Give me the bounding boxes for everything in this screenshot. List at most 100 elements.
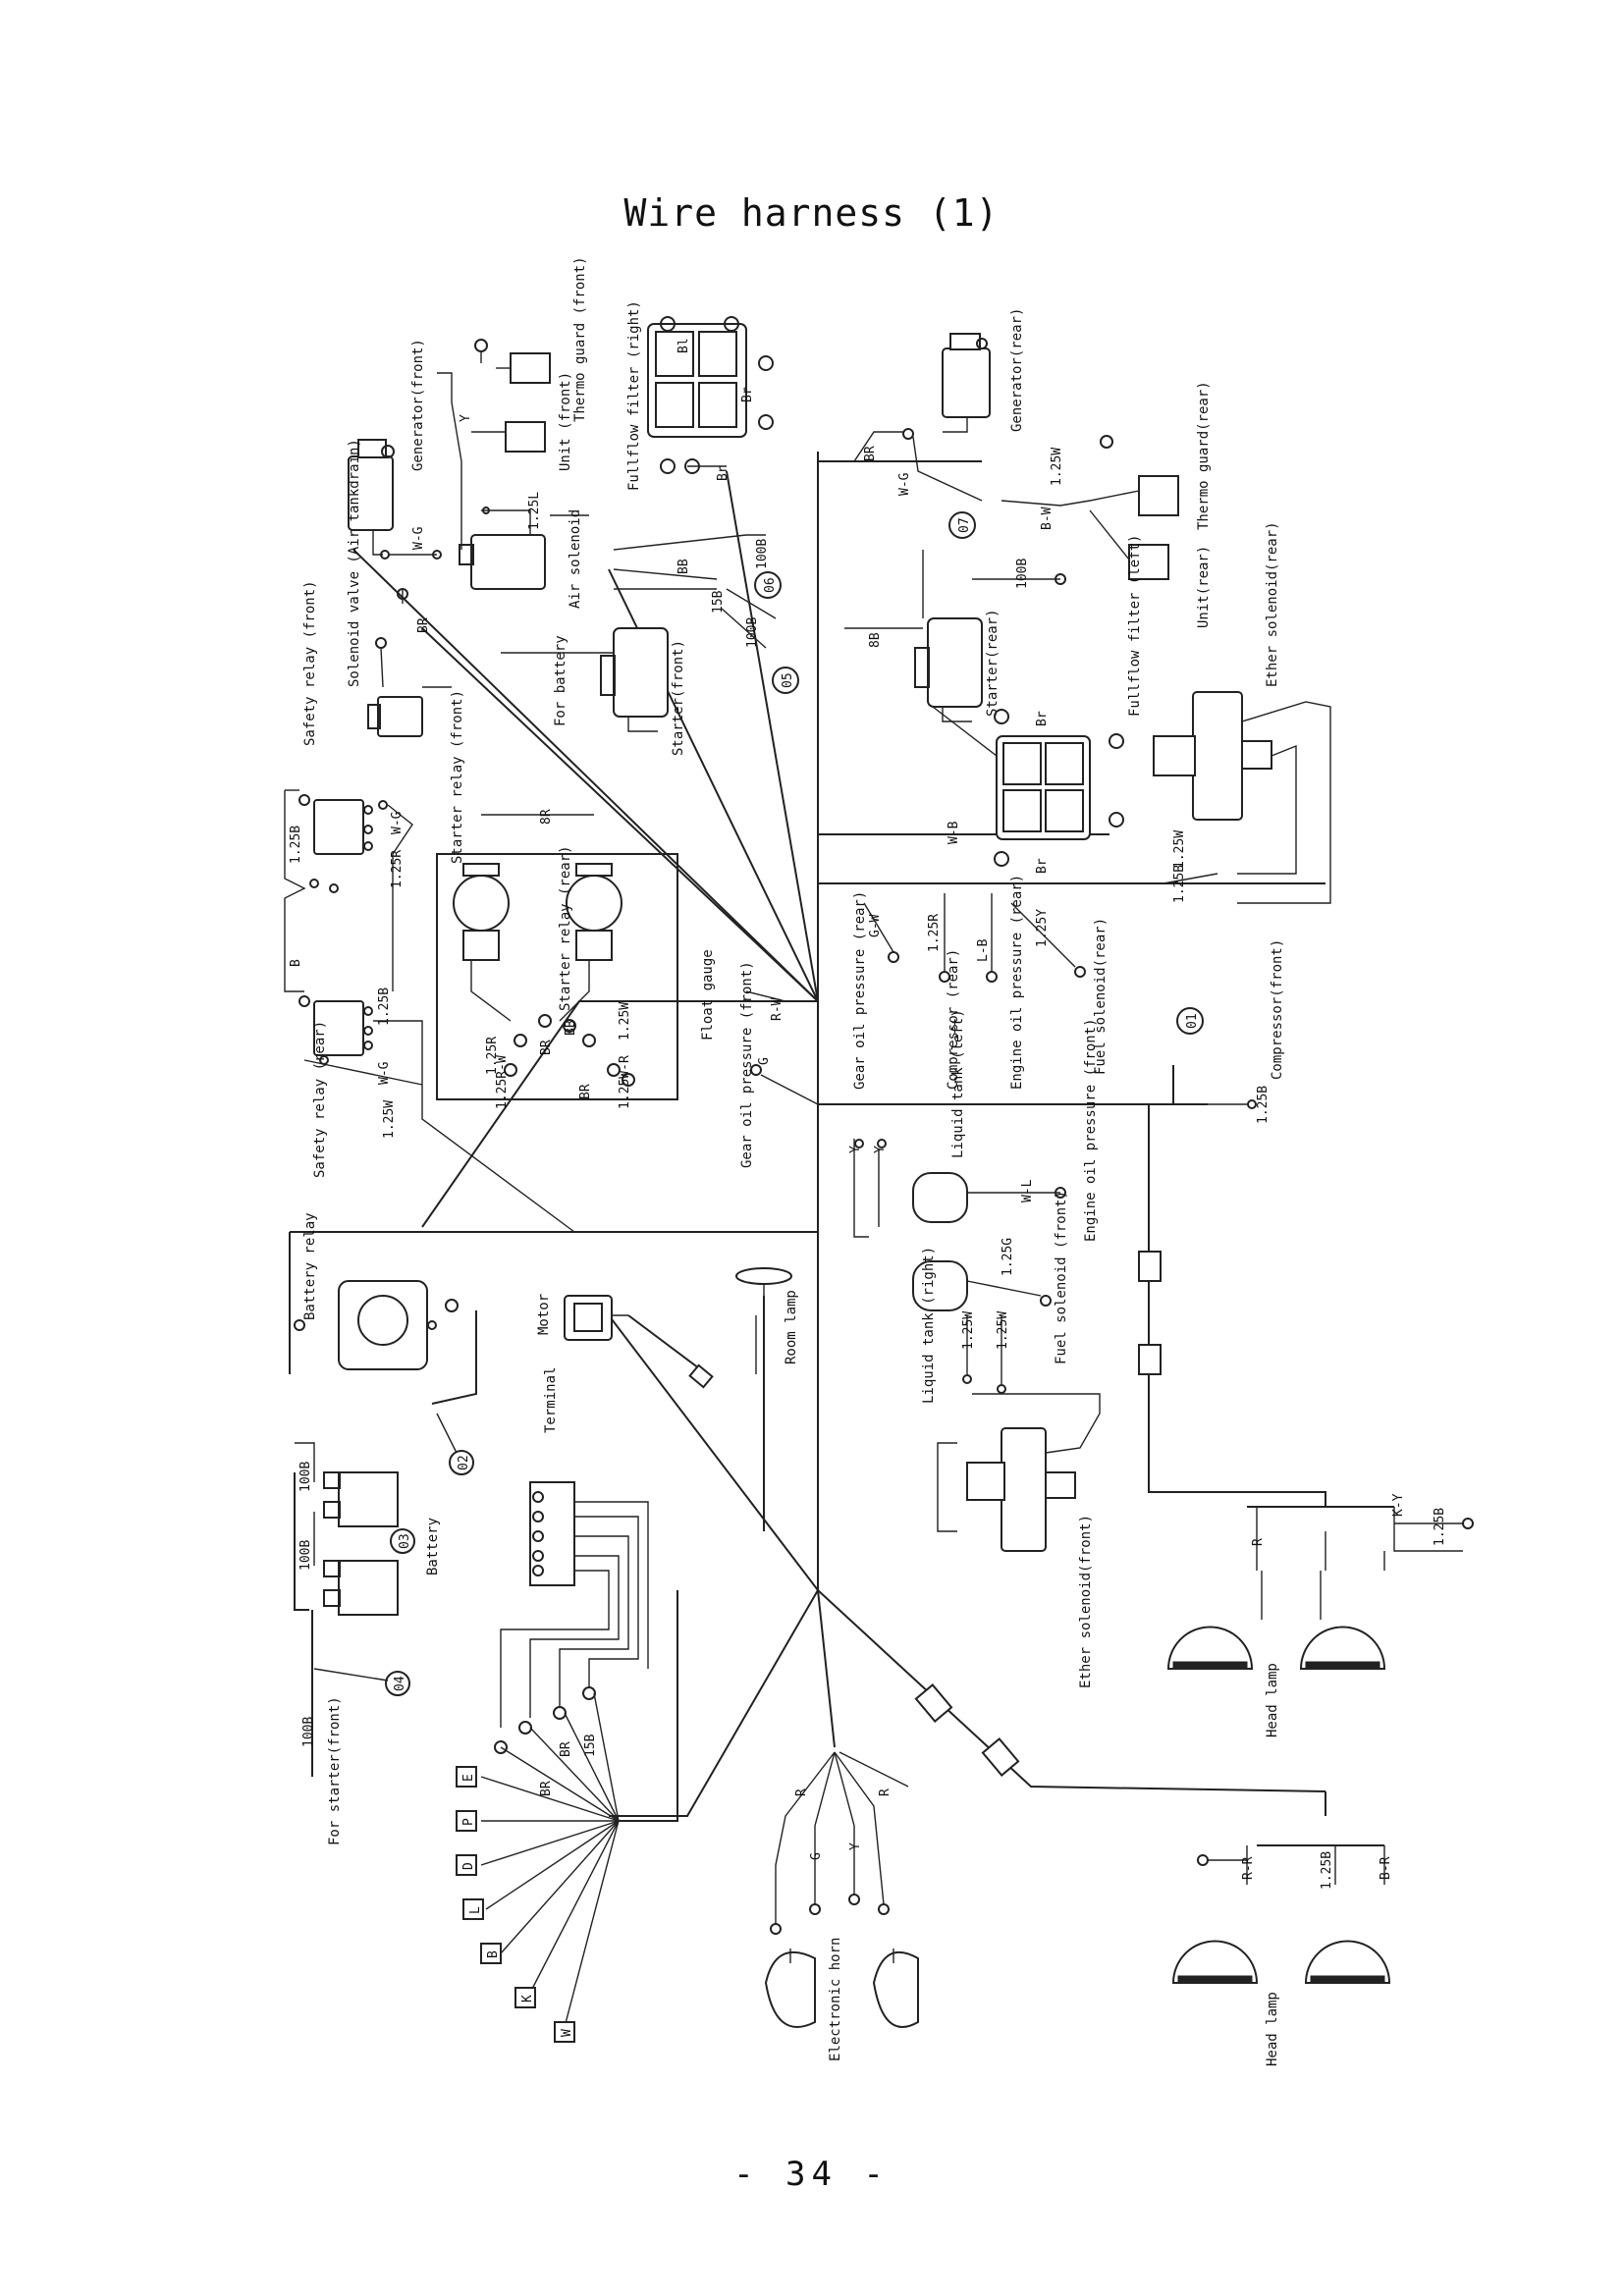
svg-text:100B: 100B <box>298 1462 313 1492</box>
engine-oil-pressure-rear: Engine oil pressure (rear) L-B <box>976 875 1025 1090</box>
svg-text:B: B <box>289 959 303 967</box>
svg-text:100B: 100B <box>755 539 770 569</box>
thermo-guard-front: Thermo guard (front) Unit (front) Y <box>437 256 588 550</box>
liquid-tanks: Liquid tank (left) Liquid tank (right) E… <box>848 1009 1099 1404</box>
svg-text:BR: BR <box>416 617 431 633</box>
marker-02: 02 <box>436 1413 474 1475</box>
fuel-solenoid-rear: Fuel solenoid(rear) 1.25Y <box>1010 902 1109 1075</box>
generator-rear: Generator(rear) BR W-G <box>818 308 1025 502</box>
engine-oil-pressure-front-label: Engine oil pressure (front) <box>1083 1018 1099 1242</box>
svg-text:100B: 100B <box>298 1540 313 1571</box>
svg-text:W-G: W-G <box>377 1061 392 1085</box>
terminal-w: W <box>554 2021 575 2043</box>
svg-text:W-L: W-L <box>1020 1179 1035 1202</box>
svg-text:Bl: Bl <box>676 338 691 353</box>
room-lamp: Room lamp <box>735 1267 799 1374</box>
svg-text:15B: 15B <box>583 1734 598 1757</box>
svg-text:BB: BB <box>676 559 691 574</box>
battery-relay: Battery relay <box>294 1212 459 1370</box>
for-battery-label: For battery <box>553 635 568 726</box>
harness-trunk <box>289 452 1394 1846</box>
air-solenoid: Air solenoid 1.25L <box>459 492 589 609</box>
motor: Motor <box>536 1294 714 1389</box>
ether-solenoid-rear-label: Ether solenoid(rear) <box>1265 521 1280 687</box>
ether-solenoid-front-label: Ether solenoid(front) <box>1078 1515 1094 1688</box>
svg-text:100B: 100B <box>745 617 760 648</box>
terminal: Terminal BR 15B <box>494 1367 649 1757</box>
safety-relay-front-label: Safety relay (front) <box>302 580 318 746</box>
svg-text:Y: Y <box>873 1146 888 1153</box>
thermo-guard-front-label: Thermo guard (front) <box>572 256 588 422</box>
fuel-solenoid-front-label: Fuel solenoid (front) <box>1054 1191 1069 1364</box>
solenoid-valve-label: Solenoid valve (Air tankdrain) <box>347 439 362 687</box>
svg-text:100B: 100B <box>301 1717 316 1747</box>
fullflow-filter-right-label: Fullflow filter (right) <box>626 300 642 491</box>
room-lamp-label: Room lamp <box>784 1290 799 1364</box>
svg-text:BB: BB <box>564 1020 578 1036</box>
svg-text:1.25Y: 1.25Y <box>1035 909 1050 947</box>
svg-text:01: 01 <box>1185 1013 1200 1029</box>
svg-text:Y: Y <box>848 1842 863 1850</box>
for-starter-front-label: For starter(front) <box>327 1696 343 1845</box>
svg-text:W-G: W-G <box>390 811 405 834</box>
compressor-rear-label: Compressor (rear) <box>946 949 961 1090</box>
thermo-guard-rear-label: Thermo guard(rear) <box>1196 381 1212 530</box>
starter-rear-label: Starter(rear) <box>985 609 1001 717</box>
svg-text:R: R <box>878 1789 893 1796</box>
svg-text:1.25W: 1.25W <box>1172 830 1187 869</box>
connector-fan: E P D L B K W BR <box>456 1692 620 2043</box>
svg-text:G-W: G-W <box>868 914 883 937</box>
svg-text:K-Y: K-Y <box>1391 1493 1406 1517</box>
generator-front: Generator(front) W-G BR <box>348 339 442 633</box>
safety-relay-rear-label: Safety relay (rear) <box>312 1021 328 1178</box>
svg-text:1.25W-R: 1.25W-R <box>618 1055 632 1109</box>
svg-text:L-B: L-B <box>976 938 991 962</box>
svg-text:W-G: W-G <box>897 472 912 496</box>
head-lamp-lower-label: Head lamp <box>1265 1992 1280 2066</box>
float-gauge-label: Float gauge <box>700 949 716 1041</box>
svg-text:R-W: R-W <box>770 997 784 1021</box>
compressor-front-label: Compressor(front) <box>1270 939 1285 1080</box>
svg-text:BR: BR <box>539 1040 554 1055</box>
starter-relay-front-label: Starter relay (front) <box>450 690 465 864</box>
svg-text:R: R <box>794 1789 809 1796</box>
svg-text:06: 06 <box>763 577 778 593</box>
svg-text:1.25B: 1.25B <box>1433 1508 1447 1546</box>
svg-text:15B: 15B <box>711 590 726 614</box>
svg-text:1.25L: 1.25L <box>527 492 542 530</box>
svg-text:8B: 8B <box>868 632 883 648</box>
safety-relay-front: Safety relay (front) 1.25B W-G 1.25R B <box>284 580 413 992</box>
svg-text:B-W: B-W <box>1040 507 1055 530</box>
fullflow-filter-left: Fullflow filter (left) Br Br W-B <box>844 535 1143 874</box>
svg-text:03: 03 <box>398 1533 412 1549</box>
svg-text:W-G: W-G <box>411 526 426 550</box>
compressor-front: 01 Compressor(front) 1.25B <box>1176 939 1285 1124</box>
terminal-b: B <box>480 1943 502 1964</box>
svg-text:K: K <box>520 1995 535 2002</box>
ether-solenoid-front: Ether solenoid(front) <box>937 1393 1101 1688</box>
svg-text:Br: Br <box>1035 858 1050 874</box>
float-gauge: Float gauge R-W <box>700 949 786 1041</box>
marker-06: 06 <box>754 571 782 599</box>
liquid-tank-left-label: Liquid tank (left) <box>950 1009 966 1158</box>
svg-text:8R: 8R <box>539 809 554 825</box>
fullflow-filter-left-label: Fullflow filter (left) <box>1127 535 1143 717</box>
gear-oil-pressure-front-label: Gear oil pressure (front) <box>739 961 755 1168</box>
svg-text:P: P <box>461 1818 476 1826</box>
svg-text:R: R <box>1251 1538 1266 1546</box>
fuel-solenoid-rear-label: Fuel solenoid(rear) <box>1093 918 1109 1075</box>
svg-text:G: G <box>757 1057 772 1065</box>
svg-text:G: G <box>809 1852 824 1860</box>
terminal-e: E <box>456 1766 477 1788</box>
svg-text:1.25R-W: 1.25R-W <box>495 1055 510 1109</box>
battery-relay-label: Battery relay <box>302 1212 318 1320</box>
head-lamp-upper: Head lamp R K-Y 1.25B <box>1166 1493 1474 1737</box>
page-title: Wire harness (1) <box>623 191 1000 235</box>
svg-text:Y: Y <box>459 414 473 422</box>
svg-text:1.25W: 1.25W <box>961 1311 976 1350</box>
terminal-p: P <box>456 1810 477 1832</box>
svg-text:1.25W: 1.25W <box>382 1100 397 1139</box>
svg-text:1.25B: 1.25B <box>1172 865 1187 903</box>
svg-text:1.25B: 1.25B <box>1256 1086 1271 1124</box>
